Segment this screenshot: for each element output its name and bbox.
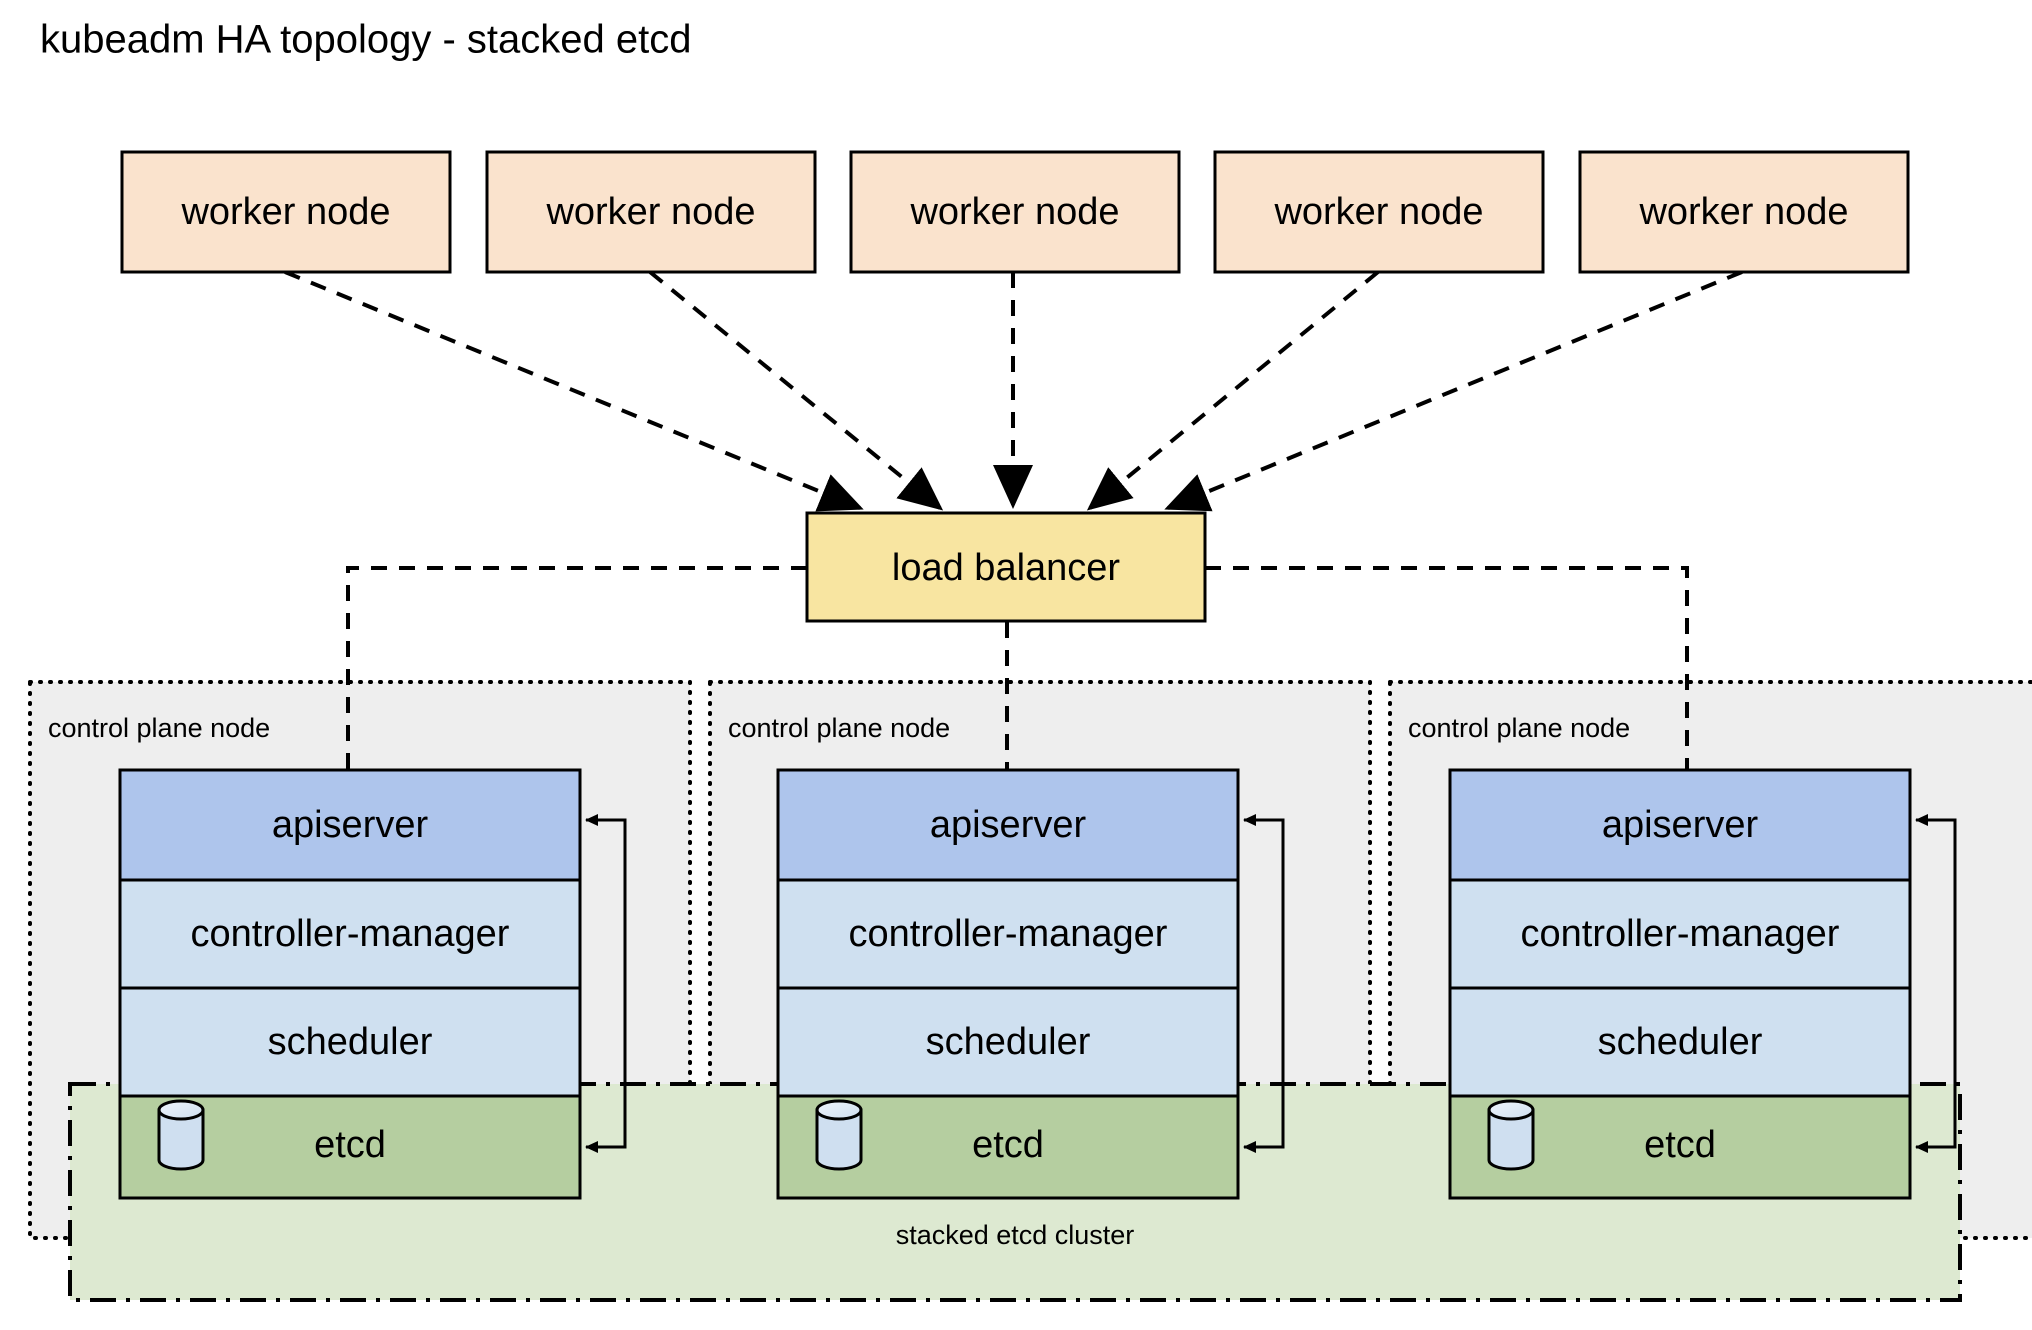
- edge-loadbalancer-to-apiserver-1: [346, 566, 807, 770]
- control-plane-label-2: control plane node: [728, 713, 950, 743]
- edge-worker1-to-loadbalancer: [284, 270, 864, 512]
- edge-worker5-to-loadbalancer: [1164, 270, 1743, 512]
- apiserver-box-1: [118, 768, 582, 882]
- worker-node-label-5: worker node: [1638, 191, 1848, 233]
- apiserver-label-2: apiserver: [930, 804, 1087, 846]
- apiserver-label-1: apiserver: [272, 804, 429, 846]
- controller-manager-box-1: [118, 878, 582, 990]
- worker-node-box-4[interactable]: [1213, 150, 1545, 274]
- controller-manager-label-1: controller-manager: [191, 913, 510, 955]
- controller-manager-label-3: controller-manager: [1521, 913, 1840, 955]
- etcd-label-1: etcd: [314, 1124, 386, 1166]
- worker-node-label-2: worker node: [545, 191, 755, 233]
- worker-node-label-1: worker node: [180, 191, 390, 233]
- page-title: kubeadm HA topology - stacked etcd: [40, 18, 691, 62]
- scheduler-label-3: scheduler: [1598, 1021, 1763, 1063]
- worker-node-box-2[interactable]: [485, 150, 817, 274]
- apiserver-label-3: apiserver: [1602, 804, 1759, 846]
- edge-worker4-to-loadbalancer: [1086, 270, 1380, 511]
- scheduler-box-3: [1448, 986, 1912, 1098]
- scheduler-box-1: [118, 986, 582, 1098]
- worker-node-label-3: worker node: [909, 191, 1119, 233]
- worker-node-box-1[interactable]: [120, 150, 452, 274]
- scheduler-label-1: scheduler: [268, 1021, 433, 1063]
- apiserver-box-3: [1448, 768, 1912, 882]
- stacked-etcd-cluster-label: stacked etcd cluster: [896, 1220, 1135, 1250]
- apiserver-box-2: [776, 768, 1240, 882]
- etcd-label-3: etcd: [1644, 1124, 1716, 1166]
- load-balancer-box[interactable]: [805, 511, 1207, 623]
- scheduler-box-2: [776, 986, 1240, 1098]
- worker-node-label-4: worker node: [1273, 191, 1483, 233]
- scheduler-label-2: scheduler: [926, 1021, 1091, 1063]
- control-plane-label-1: control plane node: [48, 713, 270, 743]
- database-cylinder-icon-1: [157, 1099, 205, 1171]
- edge-loadbalancer-to-apiserver-3: [1205, 566, 1689, 770]
- database-cylinder-icon-2: [815, 1099, 863, 1171]
- load-balancer-label: load balancer: [892, 547, 1121, 589]
- etcd-label-2: etcd: [972, 1124, 1044, 1166]
- controller-manager-box-3: [1448, 878, 1912, 990]
- controller-manager-label-2: controller-manager: [849, 913, 1168, 955]
- database-cylinder-icon-3: [1487, 1099, 1535, 1171]
- edge-worker2-to-loadbalancer: [648, 270, 944, 511]
- control-plane-label-3: control plane node: [1408, 713, 1630, 743]
- worker-node-box-3[interactable]: [849, 150, 1181, 274]
- worker-node-box-5[interactable]: [1578, 150, 1910, 274]
